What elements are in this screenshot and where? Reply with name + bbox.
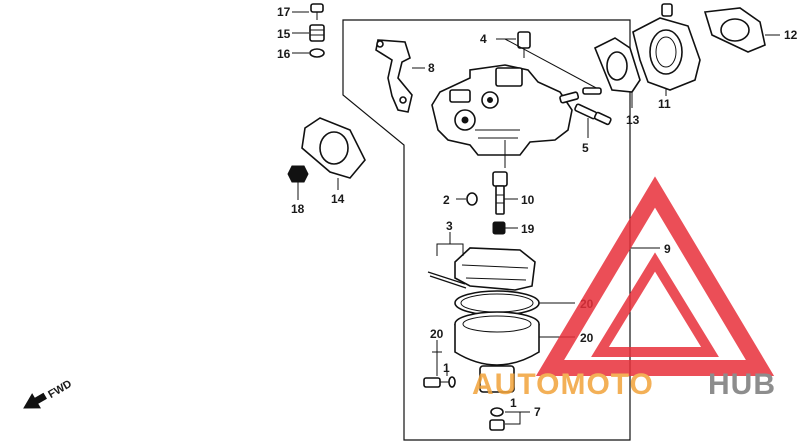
part-8-linkage-bracket [375,39,413,113]
part-10-needle-jet [492,171,508,215]
callout-19: 19 [521,222,535,236]
callout-7: 7 [534,405,541,419]
part-4-choke-knob [517,31,531,58]
callout-1-drain: 1 [443,361,450,375]
part-13-gasket [593,37,641,93]
part-15-spring [309,24,325,42]
part-16-washer [309,48,325,58]
watermark-text-part1: AUTOMOTO [472,368,654,401]
part-19-main-jet [492,221,506,235]
part-7-bolt [489,419,505,431]
watermark-logo: AUTOMOTO HUB [472,176,776,401]
carburetor-body [431,64,573,168]
part-20-float-bowl [454,311,540,393]
callout-3: 3 [446,219,453,233]
part-2-o-ring [466,192,478,206]
assembly-outline [342,19,631,441]
callout-8: 8 [428,61,435,75]
part-18-nut [287,165,309,183]
fwd-label: FWD [46,378,74,401]
callout-5: 5 [582,141,589,155]
watermark-text-part2: HUB [708,368,776,401]
part-12-gasket [703,7,766,53]
part-14-gasket [301,117,366,179]
callout-4: 4 [480,32,487,46]
part-1-drain-screw [423,376,456,388]
part-3-float [427,247,536,291]
part-17-screw [310,3,324,20]
fwd-arrow-icon [23,392,47,409]
callout-10: 10 [521,193,535,207]
callout-1-bottom: 1 [510,396,517,410]
callout-17: 17 [277,5,291,19]
callout-15: 15 [277,27,291,41]
part-11-insulator [632,3,701,91]
callout-20-bowl: 20 [580,331,594,345]
watermark-triangle-icon [535,176,775,376]
callout-11: 11 [658,97,671,111]
callout-14: 14 [331,192,345,206]
callout-18: 18 [291,202,305,216]
callout-12: 12 [784,28,798,42]
callout-20-drain: 20 [430,327,444,341]
callout-13: 13 [626,113,640,127]
callout-9: 9 [664,242,671,256]
callout-2: 2 [443,193,450,207]
part-5-screws [559,87,612,126]
part-1-washer [490,407,504,417]
callout-16: 16 [277,47,291,61]
fwd-direction-indicator: FWD [23,378,74,409]
